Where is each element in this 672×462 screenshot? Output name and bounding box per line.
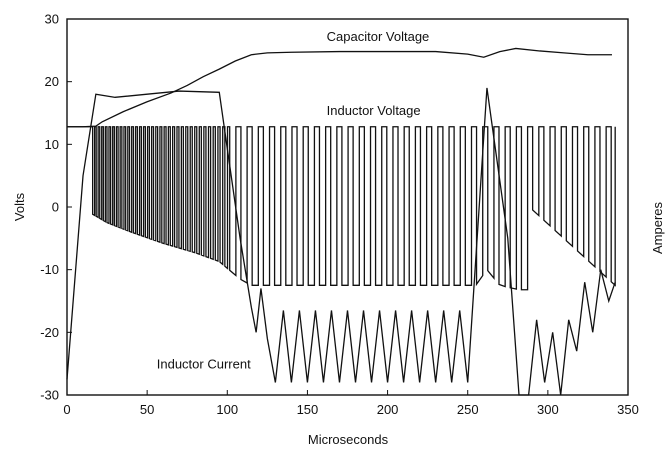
x-axis-label: Microseconds <box>308 432 389 447</box>
series-inductor-current <box>66 87 616 396</box>
y-tick-label: -20 <box>40 325 59 340</box>
annotation-label: Inductor Current <box>157 357 251 372</box>
plot-area <box>66 47 616 396</box>
axis-ticks <box>66 18 629 396</box>
x-tick-label: 150 <box>297 402 319 417</box>
x-tick-label: 0 <box>63 402 70 417</box>
x-tick-label: 200 <box>377 402 399 417</box>
annotation-label: Capacitor Voltage <box>327 29 430 44</box>
series-inductor-voltage <box>67 126 616 291</box>
y-axis-label: Volts <box>12 192 27 221</box>
y-tick-label: 10 <box>45 137 59 152</box>
y-tick-label: -30 <box>40 388 59 403</box>
y-tick-label: 30 <box>45 12 59 27</box>
x-tick-label: 350 <box>617 402 639 417</box>
y-tick-label: 0 <box>52 200 59 215</box>
y-tick-label: 20 <box>45 74 59 89</box>
y2-axis-label: Amperes <box>650 201 665 254</box>
series-capacitor-voltage <box>67 47 612 128</box>
annotation-label: Inductor Voltage <box>327 103 421 118</box>
x-tick-label: 50 <box>140 402 154 417</box>
y-tick-label: -10 <box>40 262 59 277</box>
x-tick-label: 100 <box>216 402 238 417</box>
x-tick-label: 250 <box>457 402 479 417</box>
x-tick-label: 300 <box>537 402 559 417</box>
